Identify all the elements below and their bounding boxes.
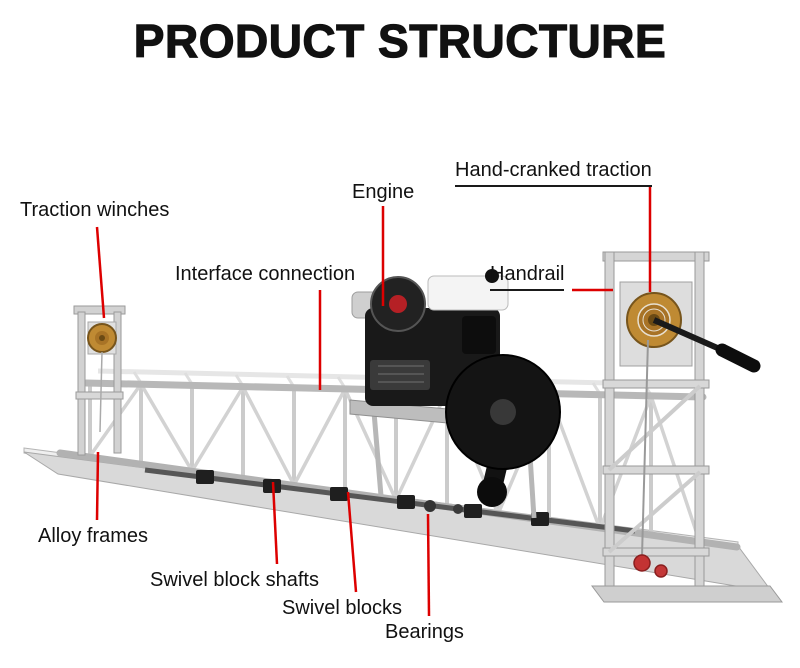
- label-bearings: Bearings: [385, 621, 464, 643]
- label-traction-winches: Traction winches: [20, 199, 170, 221]
- traction-cable: [641, 339, 649, 557]
- fuel-cap: [485, 269, 499, 283]
- leader-lines: [95, 187, 652, 617]
- drive-pulley: [477, 477, 507, 507]
- leader-bearings: [426, 513, 431, 617]
- right-end-frame: [591, 251, 783, 603]
- swivel-shaft-assembly: [144, 467, 636, 534]
- handrail-post: [604, 251, 615, 589]
- label-interface-connection: Interface connection: [175, 263, 356, 285]
- label-alloy-frames: Alloy frames: [38, 525, 149, 547]
- left-end-frame: [73, 305, 126, 456]
- leader-alloy-frames: [95, 451, 100, 521]
- label-swivel-block-shafts: Swivel block shafts: [150, 569, 319, 591]
- label-swivel-blocks: Swivel blocks: [282, 597, 403, 619]
- handrail-post: [694, 251, 705, 589]
- label-engine: Engine: [352, 181, 415, 203]
- hand-crank-winch: [619, 281, 761, 557]
- engine-assembly: [349, 269, 561, 519]
- swivel-blocks: [196, 470, 549, 526]
- leader-swivel-blocks: [346, 491, 358, 593]
- leader-swivel-block-shafts: [271, 481, 279, 565]
- page-title: PRODUCT STRUCTURE: [133, 14, 667, 67]
- fuel-tank: [427, 275, 509, 311]
- traction-winch: [87, 321, 117, 433]
- air-filter: [462, 316, 496, 354]
- crank-grip: [715, 343, 761, 373]
- label-handrail: Handrail: [490, 262, 565, 291]
- bearing: [453, 504, 463, 514]
- flange-bearing: [633, 554, 651, 572]
- crank-arm: [652, 317, 724, 353]
- flange-bearing: [654, 564, 668, 578]
- leader-traction-winches: [95, 226, 106, 319]
- swivel-block-shaft: [144, 467, 636, 534]
- frame-base-plate: [591, 585, 783, 603]
- label-hand-cranked-traction: Hand-cranked traction: [455, 158, 652, 187]
- bearing: [424, 500, 436, 512]
